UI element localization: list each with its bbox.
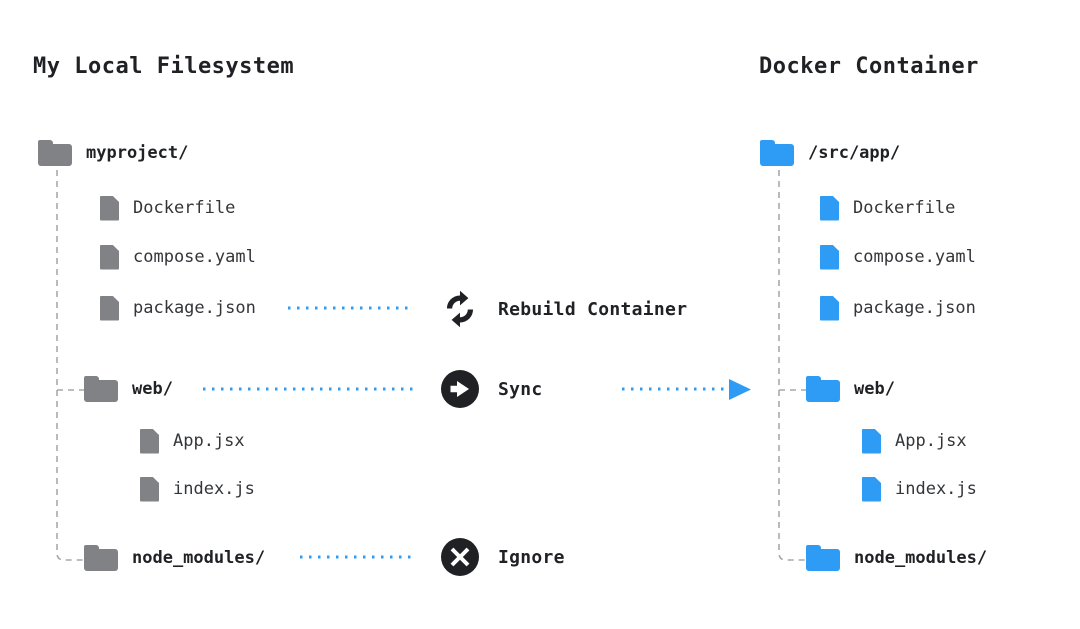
container-tree-item-label: App.jsx	[895, 431, 967, 451]
action-label: Sync	[498, 378, 543, 400]
local-tree-item-label: compose.yaml	[133, 247, 256, 267]
container-tree-item-label: Dockerfile	[853, 198, 956, 218]
page-title-local-filesystem: My Local Filesystem	[33, 54, 295, 79]
refresh-icon	[447, 290, 473, 328]
action-ignore[interactable]: Ignore	[440, 537, 565, 577]
local-tree-item-label: index.js	[173, 479, 255, 499]
container-tree-item-label: web/	[854, 379, 895, 399]
container-tree-root-row[interactable]: /src/app/	[760, 139, 900, 167]
x-circle-icon	[441, 538, 479, 576]
container-tree-item-app-jsx[interactable]: App.jsx	[862, 427, 967, 455]
local-tree-item-dockerfile[interactable]: Dockerfile	[100, 194, 235, 222]
container-tree-item-web[interactable]: web/	[806, 375, 895, 403]
local-tree-item-web[interactable]: web/	[84, 375, 173, 403]
file-icon	[820, 295, 839, 321]
file-icon	[862, 476, 881, 502]
action-sync[interactable]: Sync	[440, 369, 543, 409]
file-icon	[100, 244, 119, 270]
file-icon	[140, 428, 159, 454]
folder-icon	[806, 376, 840, 402]
arrow-right-circle-icon	[441, 370, 479, 408]
container-tree-root-label: /src/app/	[808, 143, 901, 163]
local-tree-item-node-modules[interactable]: node_modules/	[84, 544, 265, 572]
local-tree-root-label: myproject/	[86, 143, 189, 163]
file-icon	[862, 428, 881, 454]
local-tree-item-index-js[interactable]: index.js	[140, 475, 255, 503]
local-tree-item-app-jsx[interactable]: App.jsx	[140, 427, 245, 455]
container-tree-item-label: node_modules/	[854, 548, 988, 568]
sync-arrowhead-icon	[729, 379, 751, 400]
action-label: Ignore	[498, 546, 565, 568]
file-icon	[140, 476, 159, 502]
local-tree-item-package-json[interactable]: package.json	[100, 294, 256, 322]
file-icon	[820, 195, 839, 221]
local-tree-item-label: node_modules/	[132, 548, 266, 568]
page-title-docker-container: Docker Container	[759, 54, 979, 79]
container-tree-item-label: package.json	[853, 298, 976, 318]
local-tree-item-label: Dockerfile	[133, 198, 236, 218]
container-tree-item-package-json[interactable]: package.json	[820, 294, 976, 322]
local-tree-root-row[interactable]: myproject/	[38, 139, 188, 167]
folder-icon	[806, 545, 840, 571]
local-tree-item-label: package.json	[133, 298, 256, 318]
folder-icon	[38, 140, 72, 166]
action-rebuild-container[interactable]: Rebuild Container	[440, 289, 687, 329]
local-tree-item-label: App.jsx	[173, 431, 245, 451]
local-tree-spine	[56, 170, 84, 561]
container-tree-item-node-modules[interactable]: node_modules/	[806, 544, 987, 572]
file-icon	[820, 244, 839, 270]
container-tree-item-index-js[interactable]: index.js	[862, 475, 977, 503]
folder-icon	[84, 545, 118, 571]
action-label: Rebuild Container	[498, 298, 688, 320]
local-tree-item-label: web/	[132, 379, 173, 399]
container-tree-spine	[778, 170, 806, 561]
file-icon	[100, 195, 119, 221]
folder-icon	[84, 376, 118, 402]
folder-icon	[760, 140, 794, 166]
local-tree-item-compose-yaml[interactable]: compose.yaml	[100, 243, 256, 271]
container-tree-item-label: index.js	[895, 479, 977, 499]
container-tree-item-compose-yaml[interactable]: compose.yaml	[820, 243, 976, 271]
container-tree-item-label: compose.yaml	[853, 247, 976, 267]
container-tree-item-dockerfile[interactable]: Dockerfile	[820, 194, 955, 222]
file-icon	[100, 295, 119, 321]
